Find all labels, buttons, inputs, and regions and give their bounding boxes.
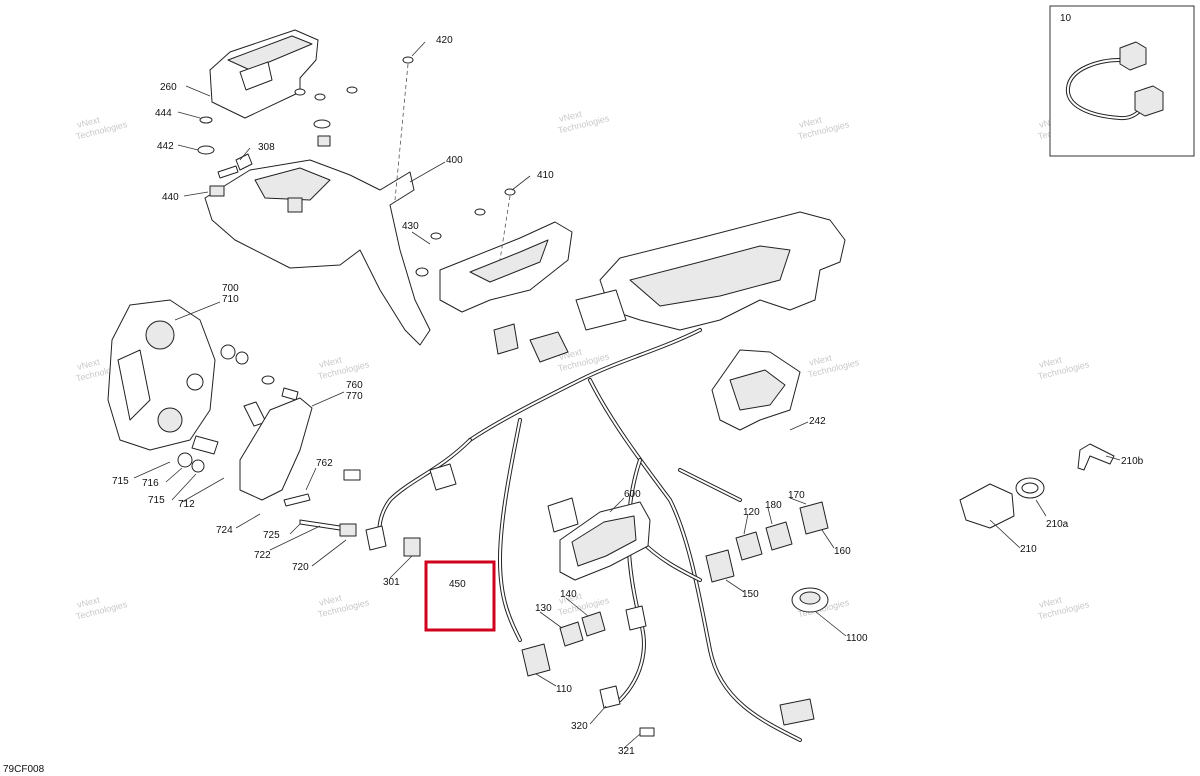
inset-cable-part [1065, 41, 1164, 121]
fastener-group-top [197, 56, 516, 277]
callout-labels: 420 260 444 442 308 440 400 410 430 700 … [112, 35, 1144, 757]
inset-box [1049, 5, 1195, 157]
callout-700: 700 [222, 283, 239, 294]
callout-180: 180 [765, 500, 782, 511]
callout-722: 722 [254, 550, 271, 561]
callout-712: 712 [178, 499, 195, 510]
callout-170: 170 [788, 490, 805, 501]
callout-301: 301 [383, 577, 400, 588]
callout-715-b: 715 [148, 495, 165, 506]
callout-442: 442 [157, 141, 174, 152]
callout-710: 710 [222, 294, 239, 305]
callout-770: 770 [346, 391, 363, 402]
callout-140: 140 [560, 589, 577, 600]
highlight-box [424, 560, 496, 632]
callout-130: 130 [535, 603, 552, 614]
callout-321: 321 [618, 746, 635, 757]
inset-label: 10 [1060, 13, 1072, 24]
power-outlet-part [791, 587, 829, 613]
callout-444: 444 [155, 108, 172, 119]
connector-group-center [343, 289, 627, 557]
callout-440: 440 [162, 192, 179, 203]
callout-320: 320 [571, 721, 588, 732]
callout-120: 120 [743, 507, 760, 518]
assembly-line-420 [394, 63, 409, 201]
callout-260: 260 [160, 82, 177, 93]
callout-720: 720 [292, 562, 309, 573]
callout-716: 716 [142, 478, 159, 489]
callout-1100: 1100 [846, 633, 868, 644]
callout-430: 430 [402, 221, 419, 232]
callout-160: 160 [834, 546, 851, 557]
figure-code: 79CF008 [3, 764, 45, 775]
assembly-line-410 [499, 195, 511, 261]
callout-420: 420 [436, 35, 453, 46]
callout-210a: 210a [1046, 519, 1069, 530]
callout-762: 762 [316, 458, 333, 469]
side-bracket-part [439, 221, 573, 313]
side-plate-part [239, 397, 313, 501]
callout-760: 760 [346, 380, 363, 391]
callout-715-a: 715 [112, 476, 129, 487]
leader-lines [133, 41, 1121, 749]
top-cover-part [209, 29, 319, 119]
callout-308: 308 [258, 142, 275, 153]
cluster-housing-part [107, 299, 216, 451]
callout-210: 210 [1020, 544, 1037, 555]
callout-450: 450 [449, 579, 466, 590]
callout-400: 400 [446, 155, 463, 166]
callout-600: 600 [624, 489, 641, 500]
callout-150: 150 [742, 589, 759, 600]
callout-410: 410 [537, 170, 554, 181]
switch-group [521, 501, 829, 737]
bracket-part [204, 159, 431, 346]
display-part [559, 501, 651, 581]
callout-724: 724 [216, 525, 233, 536]
callout-110: 110 [556, 684, 572, 695]
callout-725: 725 [263, 530, 280, 541]
upper-frame-part [599, 211, 846, 331]
callout-210b: 210b [1121, 456, 1144, 467]
fastener-group-left [177, 344, 357, 537]
ignition-part [959, 443, 1115, 529]
fuse-block-part [711, 349, 801, 431]
callout-242: 242 [809, 416, 826, 427]
